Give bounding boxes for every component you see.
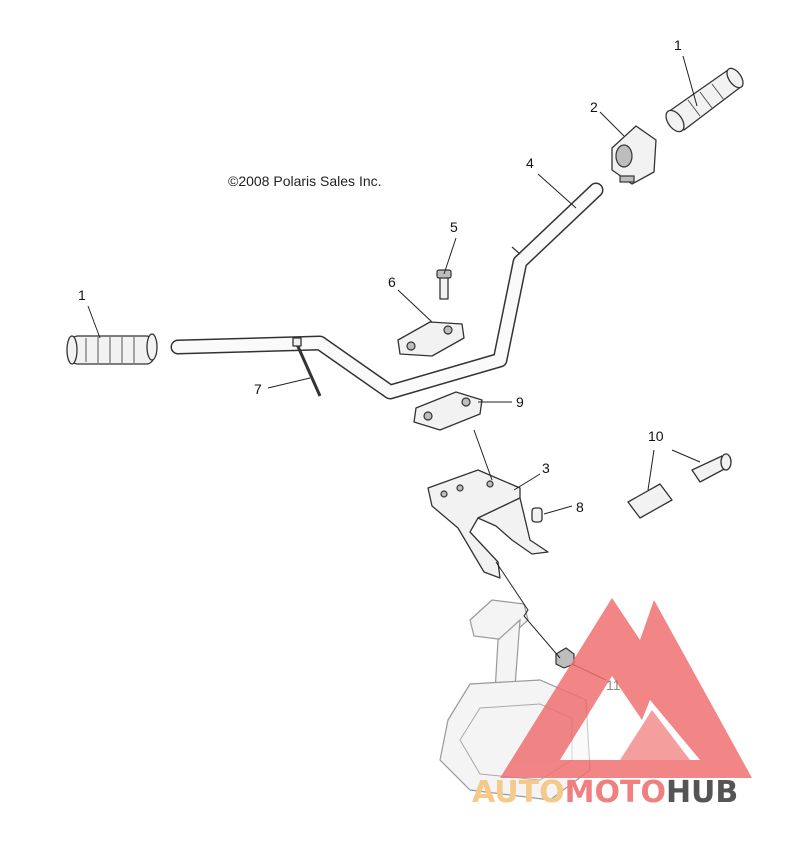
callout-6: 6 [388,274,396,290]
callout-9: 9 [516,394,524,410]
switch-assembly [627,453,732,519]
callout-2: 2 [590,99,598,115]
bolt [436,269,452,300]
callout-1-right: 1 [674,37,682,53]
watermark-hub: HUB [666,775,738,810]
lower-clamp [413,391,483,431]
copyright-text: ©2008 Polaris Sales Inc. [228,173,382,189]
callout-10: 10 [648,428,664,444]
pin [531,507,543,523]
throttle-housing [611,125,657,185]
callout-labels: 1 2 4 5 6 1 7 9 10 3 8 11 [78,37,682,693]
cable-tie [292,337,322,397]
mount-bracket [427,469,549,579]
upper-clamp [397,321,465,357]
callout-1-left: 1 [78,287,86,303]
callout-7: 7 [254,381,262,397]
leader-lines [87,55,701,681]
left-grip [66,333,158,365]
callout-8: 8 [576,499,584,515]
watermark-auto: AUTO [472,775,565,810]
callout-3: 3 [542,460,550,476]
callout-5: 5 [450,219,458,235]
right-grip [665,67,744,133]
watermark-logo [500,598,752,778]
handlebar [170,182,604,400]
watermark-text: AUTOMOTOHUB [472,775,738,810]
callout-4: 4 [526,155,534,171]
watermark-moto: MOTO [565,775,666,810]
